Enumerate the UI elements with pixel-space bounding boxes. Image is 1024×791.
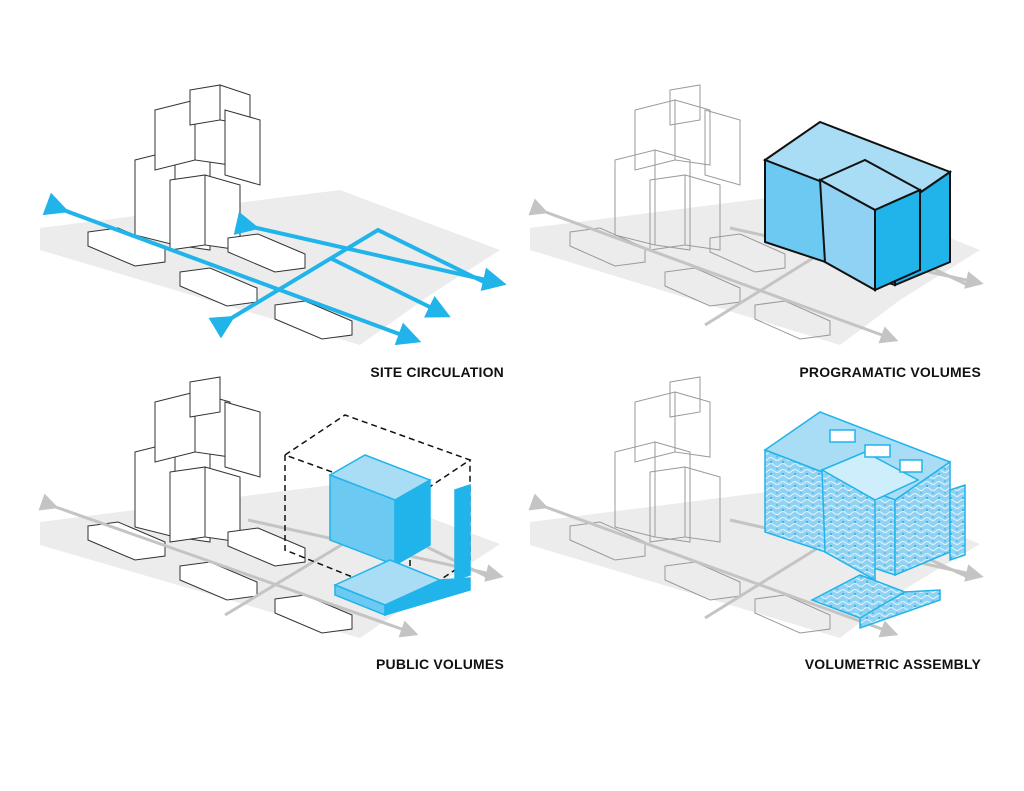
assembly-volume-mass — [763, 411, 966, 630]
panel-volumetric-assembly: VOLUMETRIC ASSEMBLY — [528, 376, 984, 672]
circulation-paths — [42, 192, 507, 346]
panel-label-public-volumes: PUBLIC VOLUMES — [376, 656, 504, 672]
panel-label-site-circulation: SITE CIRCULATION — [370, 364, 504, 380]
panel-site-circulation: SITE CIRCULATION — [40, 84, 507, 380]
public-volume-mass — [328, 454, 471, 617]
panel-public-volumes: PUBLIC VOLUMES — [38, 376, 504, 672]
programatic-volume-mass — [762, 120, 953, 292]
panel-programatic-volumes: PROGRAMATIC VOLUMES — [528, 84, 984, 380]
panel-label-volumetric-assembly: VOLUMETRIC ASSEMBLY — [805, 656, 982, 672]
panel-label-programatic-volumes: PROGRAMATIC VOLUMES — [799, 364, 981, 380]
